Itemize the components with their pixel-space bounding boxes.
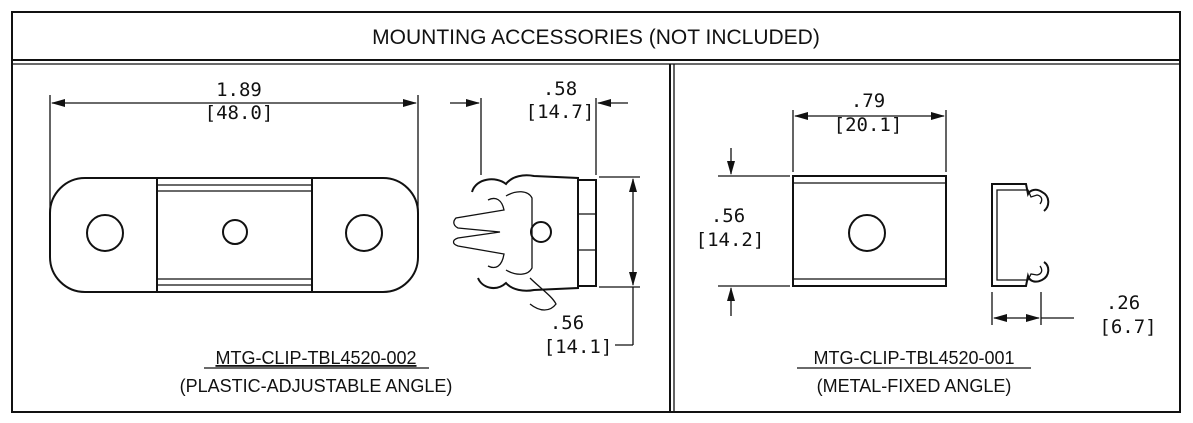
metal-width-dimension: .79 [20.1] [792, 90, 947, 172]
mounting-hole-left [86, 214, 124, 252]
metal-height-mm: [14.2] [696, 229, 765, 251]
metal-depth-mm: [6.7] [1099, 316, 1156, 338]
drawing-frame [11, 11, 1181, 413]
metal-height-dimension: .56 [14.2] [696, 148, 790, 316]
mounting-hole-center [222, 219, 248, 245]
plastic-part-number: MTG-CLIP-TBL4520-002 [215, 348, 416, 368]
metal-depth-dimension: .26 [6.7] [991, 292, 1157, 338]
plastic-height-inch: .56 [550, 312, 584, 334]
mounting-hole-right [345, 214, 383, 252]
metal-clip-side-profile [991, 183, 1050, 287]
plastic-width-mm: [14.7] [526, 101, 595, 123]
plastic-clip-side-view [452, 174, 597, 311]
plastic-width-dimension: .58 [14.7] [450, 78, 628, 175]
plastic-length-mm: [48.0] [205, 102, 274, 124]
metal-clip-front-view [792, 175, 947, 287]
pivot-hole [530, 221, 552, 243]
metal-depth-inch: .26 [1106, 292, 1140, 314]
metal-width-inch: .79 [851, 90, 885, 112]
metal-part-number: MTG-CLIP-TBL4520-001 [813, 348, 1014, 368]
drawing-title: MOUNTING ACCESSORIES (NOT INCLUDED) [372, 26, 820, 49]
plastic-clip-top-view [49, 177, 419, 293]
plastic-part-description: (PLASTIC-ADJUSTABLE ANGLE) [180, 376, 453, 396]
plastic-height-dimension: .56 [14.1] [544, 176, 640, 358]
plastic-length-inch: 1.89 [216, 79, 262, 101]
metal-height-inch: .56 [711, 205, 745, 227]
metal-mounting-hole [848, 214, 886, 252]
plastic-height-mm: [14.1] [544, 336, 613, 358]
metal-part-description: (METAL-FIXED ANGLE) [817, 376, 1012, 396]
plastic-length-dimension: 1.89 [48.0] [49, 79, 419, 215]
metal-width-mm: [20.1] [834, 114, 903, 136]
plastic-width-inch: .58 [543, 78, 577, 100]
